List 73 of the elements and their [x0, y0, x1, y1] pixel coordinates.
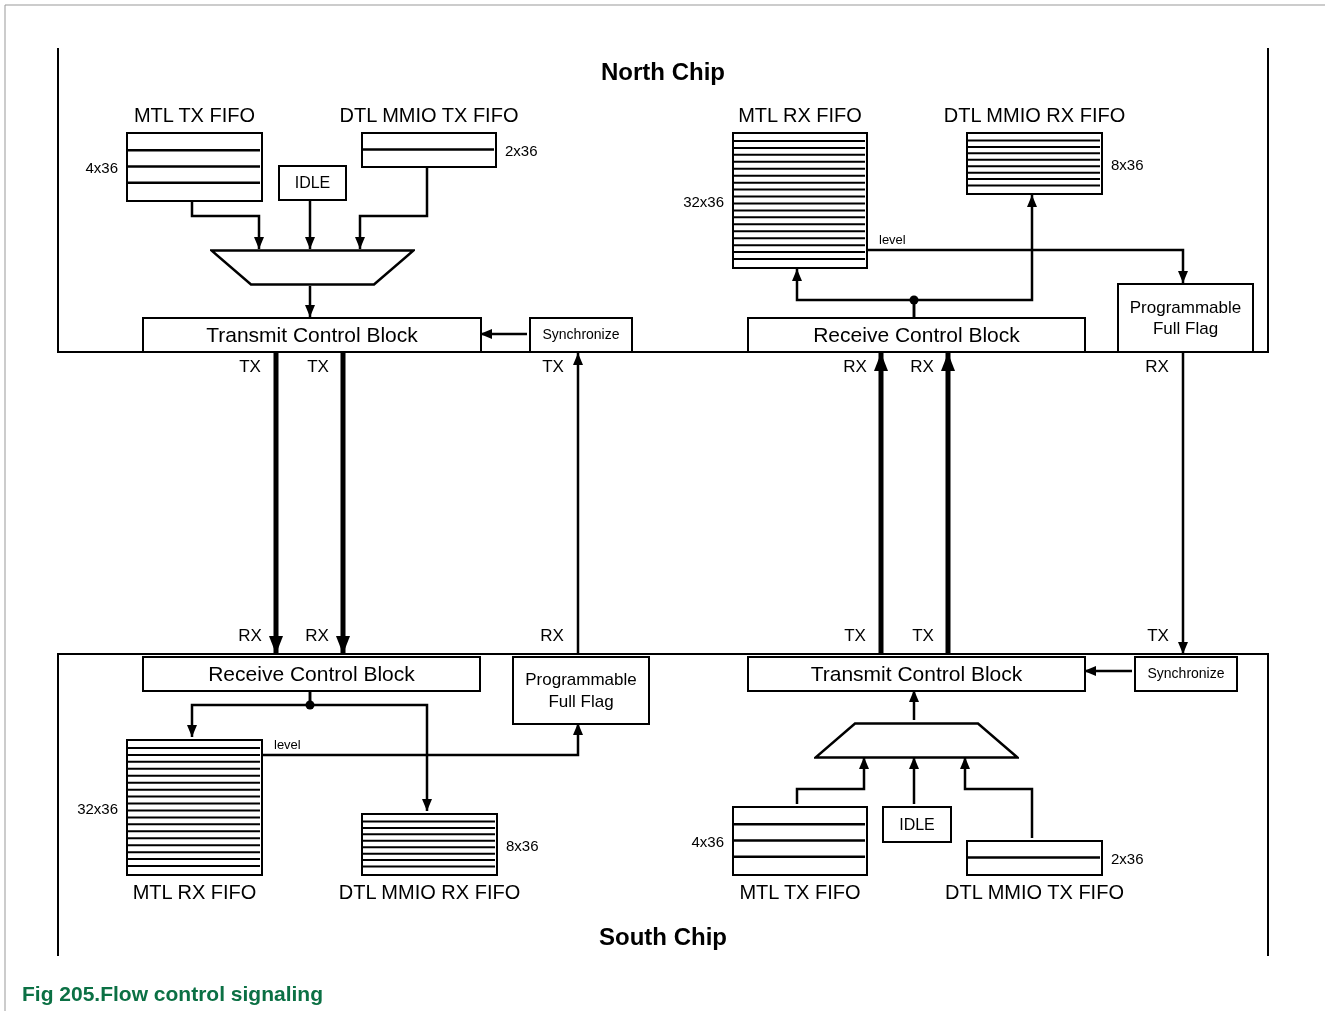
signal-label: TX — [912, 626, 934, 646]
idle-box — [278, 165, 347, 201]
control-block — [142, 656, 481, 692]
block-label: IDLE — [294, 173, 331, 193]
thick-arrow — [269, 353, 283, 654]
fifo-label: MTL RX FIFO — [132, 881, 257, 904]
block-label: Programmable Full Flag — [524, 669, 638, 712]
edge-label: level — [272, 737, 303, 752]
block-label: Transmit Control Block — [206, 321, 418, 348]
flag-box — [512, 656, 650, 725]
chip-boundary — [57, 653, 1269, 956]
control-block — [142, 317, 482, 353]
block-label: Receive Control Block — [208, 660, 415, 687]
fifo-label: MTL TX FIFO — [133, 104, 256, 127]
signal-label: RX — [843, 357, 867, 377]
block-label: Transmit Control Block — [810, 660, 1023, 687]
size-label: 4x36 — [691, 832, 724, 850]
size-label: 2x36 — [505, 141, 538, 159]
fifo-label: DTL MMIO RX FIFO — [338, 881, 521, 904]
arrow — [305, 286, 315, 317]
chip-boundary — [57, 48, 1269, 353]
signal-label: RX — [540, 626, 564, 646]
fifo-label: MTL RX FIFO — [738, 104, 862, 127]
fifo-label: DTL MMIO RX FIFO — [943, 104, 1126, 127]
chip-title: North Chip — [601, 58, 725, 86]
arrow — [305, 201, 315, 249]
control-block — [747, 317, 1086, 353]
size-label: 8x36 — [1111, 155, 1144, 172]
signal-label: TX — [1147, 626, 1169, 646]
multiplexer — [210, 249, 415, 286]
signal-label: RX — [238, 626, 262, 646]
arrow — [795, 757, 869, 804]
edge-label: level — [877, 232, 908, 247]
thick-arrow — [941, 353, 955, 654]
thick-arrow — [874, 353, 888, 654]
arrow — [308, 690, 432, 811]
signal-label: RX — [1145, 357, 1169, 377]
block-label: IDLE — [899, 814, 935, 835]
signal-label: TX — [307, 357, 329, 377]
arrow — [355, 168, 429, 249]
signal-label: TX — [239, 357, 261, 377]
size-label: 4x36 — [85, 158, 118, 176]
control-block — [747, 656, 1086, 692]
arrow — [190, 202, 264, 249]
synchronize-box — [1134, 656, 1238, 692]
fifo-label: DTL MMIO TX FIFO — [945, 881, 1124, 904]
size-label: 8x36 — [506, 836, 539, 853]
size-label: 32x36 — [683, 192, 724, 209]
arrow — [960, 757, 1034, 838]
arrow — [573, 353, 583, 654]
signal-label: TX — [844, 626, 866, 646]
chip-title: South Chip — [599, 923, 727, 951]
arrow — [912, 195, 1037, 317]
size-label: 2x36 — [1111, 849, 1144, 867]
multiplexer — [814, 722, 1019, 759]
arrow — [909, 690, 919, 720]
arrow — [1178, 353, 1188, 654]
fifo-label: DTL MMIO TX FIFO — [339, 104, 519, 127]
block-label: Synchronize — [542, 326, 620, 344]
block-label: Receive Control Block — [813, 321, 1020, 348]
size-label: 32x36 — [77, 799, 118, 816]
signal-label: RX — [910, 357, 934, 377]
thick-arrow — [336, 353, 350, 654]
fifo-label: MTL TX FIFO — [739, 881, 861, 904]
block-label: Synchronize — [1147, 665, 1225, 683]
signal-label: RX — [305, 626, 329, 646]
arrow — [909, 757, 919, 804]
block-label: Programmable Full Flag — [1128, 296, 1243, 340]
synchronize-box — [529, 317, 633, 353]
idle-box — [882, 806, 952, 843]
signal-label: TX — [542, 357, 564, 377]
figure-caption: Fig 205.Flow control signaling — [22, 982, 324, 1006]
flag-box — [1117, 283, 1254, 353]
